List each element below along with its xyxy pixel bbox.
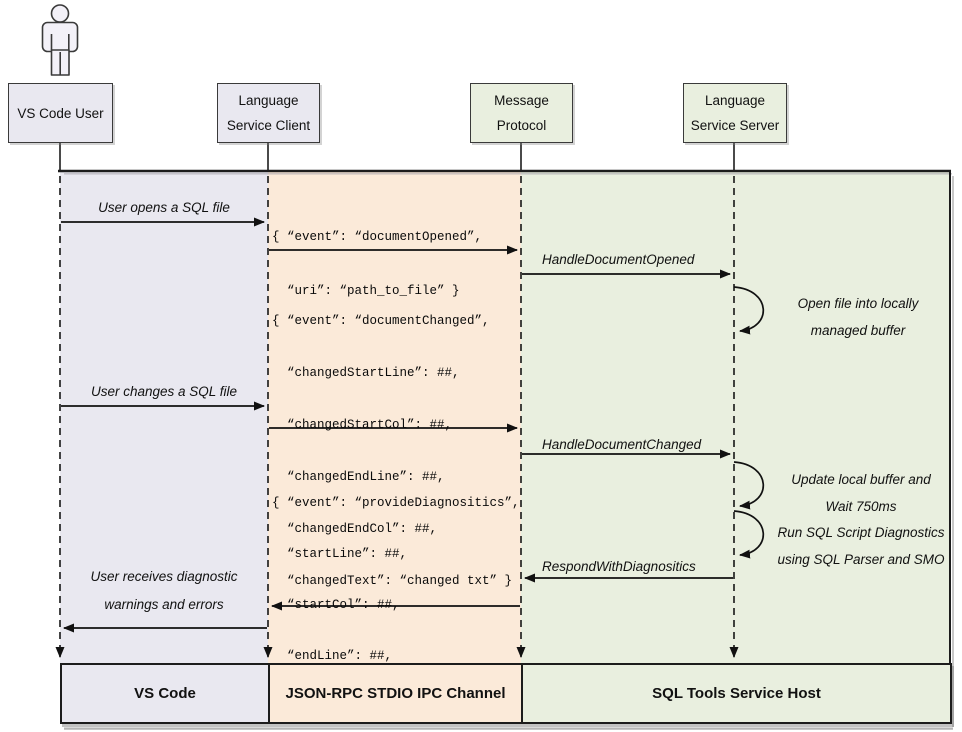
footer-box-vscode: VS Code <box>62 665 270 722</box>
footer-label: VS Code <box>134 685 196 702</box>
footer-box-sql-tools-service-host: SQL Tools Service Host <box>523 665 950 722</box>
code-line: “changedEndCol”: ##, <box>272 522 438 536</box>
footer-label: JSON-RPC STDIO IPC Channel <box>285 685 506 702</box>
actor-box-language-service-server: Language Service Server <box>683 83 787 143</box>
label-handle-document-changed: HandleDocumentChanged <box>542 437 702 452</box>
note-open-file-buffer: Open file into locally managed buffer <box>798 290 919 344</box>
code-line: “uri”: “path_to_file” } <box>272 284 460 298</box>
footer-box-json-rpc-channel: JSON-RPC STDIO IPC Channel <box>270 665 523 722</box>
label-user-opens-sql-file: User opens a SQL file <box>98 200 230 215</box>
code-line: “startCol”: ##, <box>272 598 400 612</box>
actor-box-vscode-user: VS Code User <box>8 83 113 143</box>
label-user-changes-sql-file: User changes a SQL file <box>90 384 238 399</box>
code-line: “changedEndLine”: ##, <box>272 470 445 484</box>
actor-box-language-service-client: Language Service Client <box>217 83 320 143</box>
actor-label: Protocol <box>496 118 547 133</box>
actor-label: Service Server <box>690 118 780 133</box>
note-line: Update local buffer and <box>791 472 931 487</box>
label-line: warnings and errors <box>104 597 224 612</box>
note-line: Wait 750ms <box>825 499 897 514</box>
note-line: using SQL Parser and SMO <box>777 552 945 567</box>
note-line: Open file into locally <box>797 296 919 311</box>
json-payload-document-opened: { “event”: “documentOpened”, “uri”: “pat… <box>272 196 482 332</box>
label-user-receives-diagnostics: User receives diagnostic warnings and er… <box>90 563 237 619</box>
footer-label: SQL Tools Service Host <box>652 685 821 702</box>
label-respond-with-diagnostics: RespondWithDiagnositics <box>542 559 696 574</box>
note-line: Run SQL Script Diagnostics <box>777 525 945 540</box>
note-update-buffer-wait: Update local buffer and Wait 750ms <box>791 466 931 520</box>
actor-box-message-protocol: Message Protocol <box>470 83 573 143</box>
region-host-lane <box>521 172 950 663</box>
actor-label: Language <box>238 93 299 108</box>
note-line: managed buffer <box>810 323 906 338</box>
label-handle-document-opened: HandleDocumentOpened <box>542 252 695 267</box>
code-line: “changedStartCol”: ##, <box>272 418 453 432</box>
code-line: { “event”: “provideDiagnositics”, <box>272 496 520 510</box>
code-line: { “event”: “documentOpened”, <box>272 230 483 244</box>
code-line: “endLine”: ##, <box>272 649 393 663</box>
label-line: User receives diagnostic <box>90 569 238 584</box>
json-payload-document-changed: { “event”: “documentChanged”, “changedSt… <box>272 281 512 621</box>
user-actor-icon <box>41 4 79 76</box>
code-line: “changedStartLine”: ##, <box>272 366 460 380</box>
actor-label: Service Client <box>226 118 311 133</box>
code-line: “changedText”: “changed txt” } <box>272 574 513 588</box>
footer-system-bar: VS Code JSON-RPC STDIO IPC Channel SQL T… <box>60 663 952 724</box>
note-run-sql-diagnostics: Run SQL Script Diagnostics using SQL Par… <box>777 519 944 573</box>
region-ipc-lane <box>268 172 521 663</box>
actor-label: Message <box>494 93 549 108</box>
code-line: “startLine”: ##, <box>272 547 408 561</box>
code-line: { “event”: “documentChanged”, <box>272 314 490 328</box>
region-vscode-lane <box>60 172 268 663</box>
lifeline-stubs <box>59 143 735 170</box>
actor-label: Language <box>704 93 766 108</box>
actor-label: VS Code User <box>17 105 104 121</box>
